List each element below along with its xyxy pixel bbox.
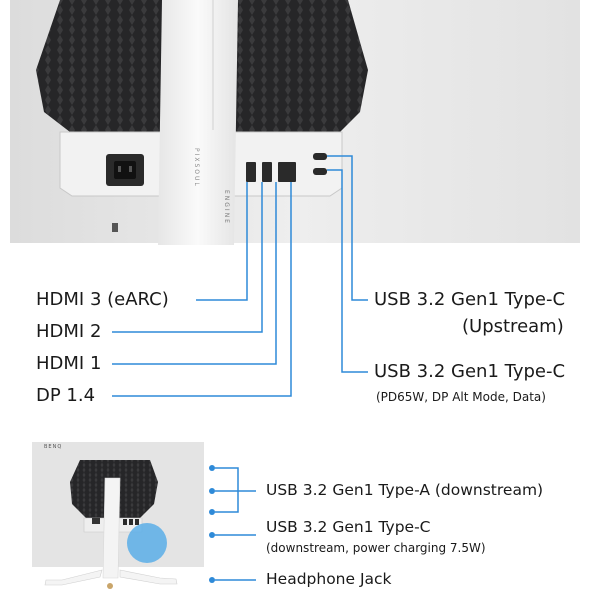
side-port-usba-label: USB 3.2 Gen1 Type-A (downstream) bbox=[266, 481, 544, 499]
monitor-back-photo bbox=[10, 0, 580, 245]
port-label-hdmi1: HDMI 1 bbox=[36, 353, 102, 374]
port-label-usbc-pd-sub: (PD65W, DP Alt Mode, Data) bbox=[376, 390, 546, 404]
side-port-headphone-label: Headphone Jack bbox=[266, 570, 392, 588]
side-port-usbc-sub: (downstream, power charging 7.5W) bbox=[266, 541, 486, 555]
port-label-dp: DP 1.4 bbox=[36, 385, 96, 406]
port-label-usbc-pd-title: USB 3.2 Gen1 Type-C bbox=[374, 361, 566, 382]
side-port-usbc-label: USB 3.2 Gen1 Type-C bbox=[266, 518, 431, 536]
port-label-hdmi3: HDMI 3 (eARC) bbox=[36, 289, 169, 310]
small-monitor-brand-mark: BENQ bbox=[44, 444, 63, 450]
port-label-usbc-upstream-sub: (Upstream) bbox=[462, 316, 564, 337]
port-label-hdmi2: HDMI 2 bbox=[36, 321, 102, 342]
port-label-usbc-upstream-title: USB 3.2 Gen1 Type-C bbox=[374, 289, 566, 310]
small-monitor-photo bbox=[32, 442, 204, 589]
